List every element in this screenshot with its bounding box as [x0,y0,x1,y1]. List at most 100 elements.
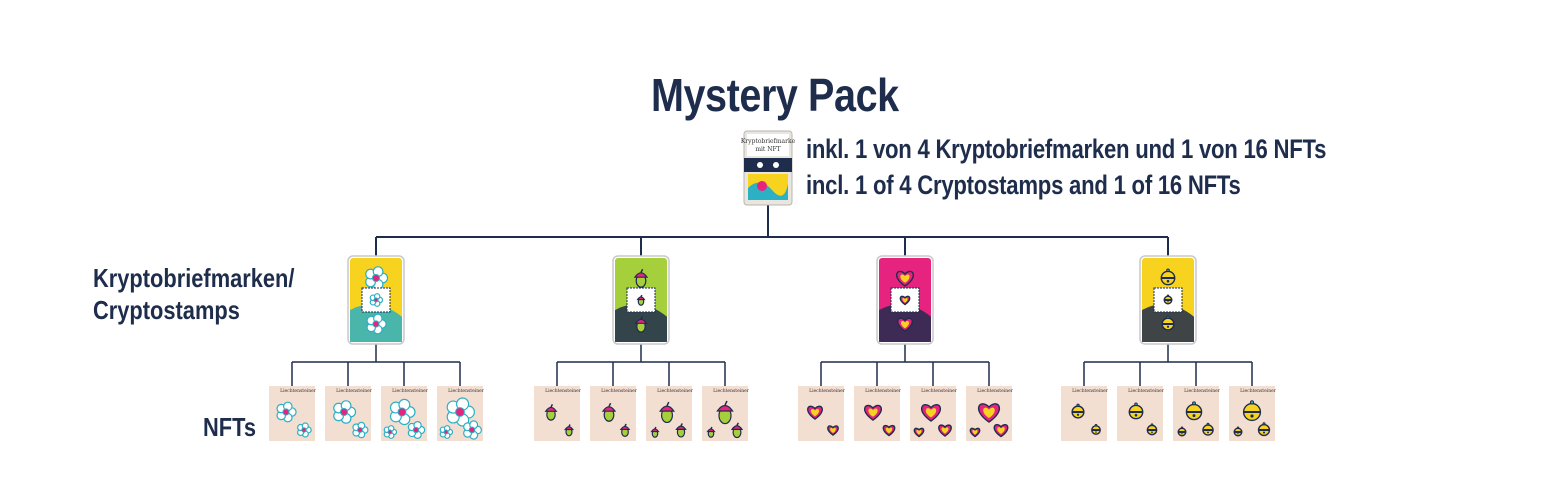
motif-acorn-stem [724,400,728,406]
motif-acorn-cap [636,296,646,301]
motif-heart-inner [983,407,995,418]
motif-acorn-stem [608,402,612,407]
motif-acorn-cap [659,405,675,412]
motif-bell-slot [1237,433,1239,435]
motif-acorn-cap [650,428,660,433]
nft-tile: Liechtensteiner [854,386,902,441]
motif-acorn-stem [568,424,571,427]
motif-bell-slot [1076,413,1080,416]
nft-tile: Liechtensteiner [437,386,485,441]
motif-center [372,320,380,328]
row-label-stamps-line1: Kryptobriefmarken/ [93,263,295,293]
motif-bell-slot [1250,414,1254,418]
motif-acorn-stem [624,423,627,427]
motif-acorn-stem [640,268,644,273]
motif-acorn-cap [730,425,744,430]
subtitle-english: incl. 1 of 4 Cryptostamps and 1 of 16 NF… [806,170,1241,200]
pack-label-line2: mit NFT [755,146,780,153]
nft-tile: Liechtensteiner [966,386,1014,441]
motif-bell-loop [1076,403,1080,407]
nft-label: Liechtensteiner [713,388,750,394]
motif-bell-slot [1181,433,1183,435]
nft-label: Liechtensteiner [336,388,373,394]
nft-label: Liechtensteiner [809,388,846,394]
subtitle-german: inkl. 1 von 4 Kryptobriefmarken und 1 vo… [806,134,1327,164]
motif-heart-inner [925,408,937,418]
nft-label: Liechtensteiner [601,388,638,394]
motif-heart-inner [810,408,820,417]
cryptostamp-card [876,255,934,345]
nft-tile: Liechtensteiner [590,386,638,441]
motif-bell-slot [1166,279,1170,283]
nft-tile: Liechtensteiner [798,386,846,441]
motif-heart-inner [885,427,893,434]
nft-label: Liechtensteiner [1184,388,1221,394]
pack-label-area [747,134,789,156]
cryptostamp-card [347,255,405,345]
motif-acorn-cap [601,406,617,412]
nft-tile: Liechtensteiner [646,386,694,441]
motif-acorn-stem [666,401,670,407]
motif-bell-loop [1249,400,1255,405]
nft-label: Liechtensteiner [1240,388,1277,394]
motif-heart-inner [900,320,910,329]
motif-heart-inner [972,430,978,435]
motif-bell-loop [1166,315,1170,319]
pack-band [744,158,792,172]
nft-label: Liechtensteiner [977,388,1014,394]
motif-bell-slot [1207,431,1209,434]
motif-center [301,427,307,433]
nft-label: Liechtensteiner [448,388,485,394]
motif-acorn-stem [640,294,643,298]
nft-label: Liechtensteiner [921,388,958,394]
pack-card-art [757,181,767,191]
nft-label: Liechtensteiner [1072,388,1109,394]
cryptostamp-card [612,255,670,345]
nft-tile: Liechtensteiner [1061,386,1109,441]
motif-center [371,273,381,283]
motif-bell-loop [1236,426,1240,429]
motif-acorn-stem [710,426,713,430]
nft-tile: Liechtensteiner [702,386,750,441]
motif-acorn-stem [550,403,554,408]
motif-acorn-cap [675,425,687,430]
motif-heart-inner [997,427,1005,434]
motif-acorn-cap [564,426,574,431]
motif-acorn-stem [654,426,657,430]
row-label-stamps-line2: Cryptostamps [93,295,240,325]
motif-acorn-stem [736,422,739,426]
motif-center [412,426,420,434]
motif-acorn-cap [633,272,649,278]
motif-bell-slot [1192,414,1196,418]
nft-tile: Liechtensteiner [269,386,317,441]
connector-lines [291,205,1253,386]
page-title: Mystery Pack [650,69,899,121]
motif-bell-slot [1262,431,1266,434]
motif-acorn-stem [680,423,683,427]
nft-tile: Liechtensteiner [381,386,429,441]
motif-center [373,297,379,303]
motif-heart-inner [941,427,949,434]
motif-acorn-cap [716,404,734,412]
nft-label: Liechtensteiner [392,388,429,394]
motif-heart-inner [900,274,910,283]
motif-bell-loop [1206,422,1210,426]
motif-bell-slot [1167,301,1169,303]
motif-bell-slot [1134,413,1138,417]
row-label-stamps: Kryptobriefmarken/ Cryptostamps [93,262,294,326]
motif-center [443,429,449,435]
motif-acorn-cap [544,406,558,412]
motif-bell-slot [1095,431,1097,433]
pack-band-ornament [773,162,779,168]
nft-label: Liechtensteiner [1128,388,1165,394]
motif-heart-inner [902,298,908,303]
motif-center [387,429,393,435]
nft-tile: Liechtensteiner [534,386,582,441]
nft-label: Liechtensteiner [865,388,902,394]
motif-heart-inner [868,408,878,417]
pack-band-ornament [757,162,763,168]
nft-tile: Liechtensteiner [325,386,373,441]
